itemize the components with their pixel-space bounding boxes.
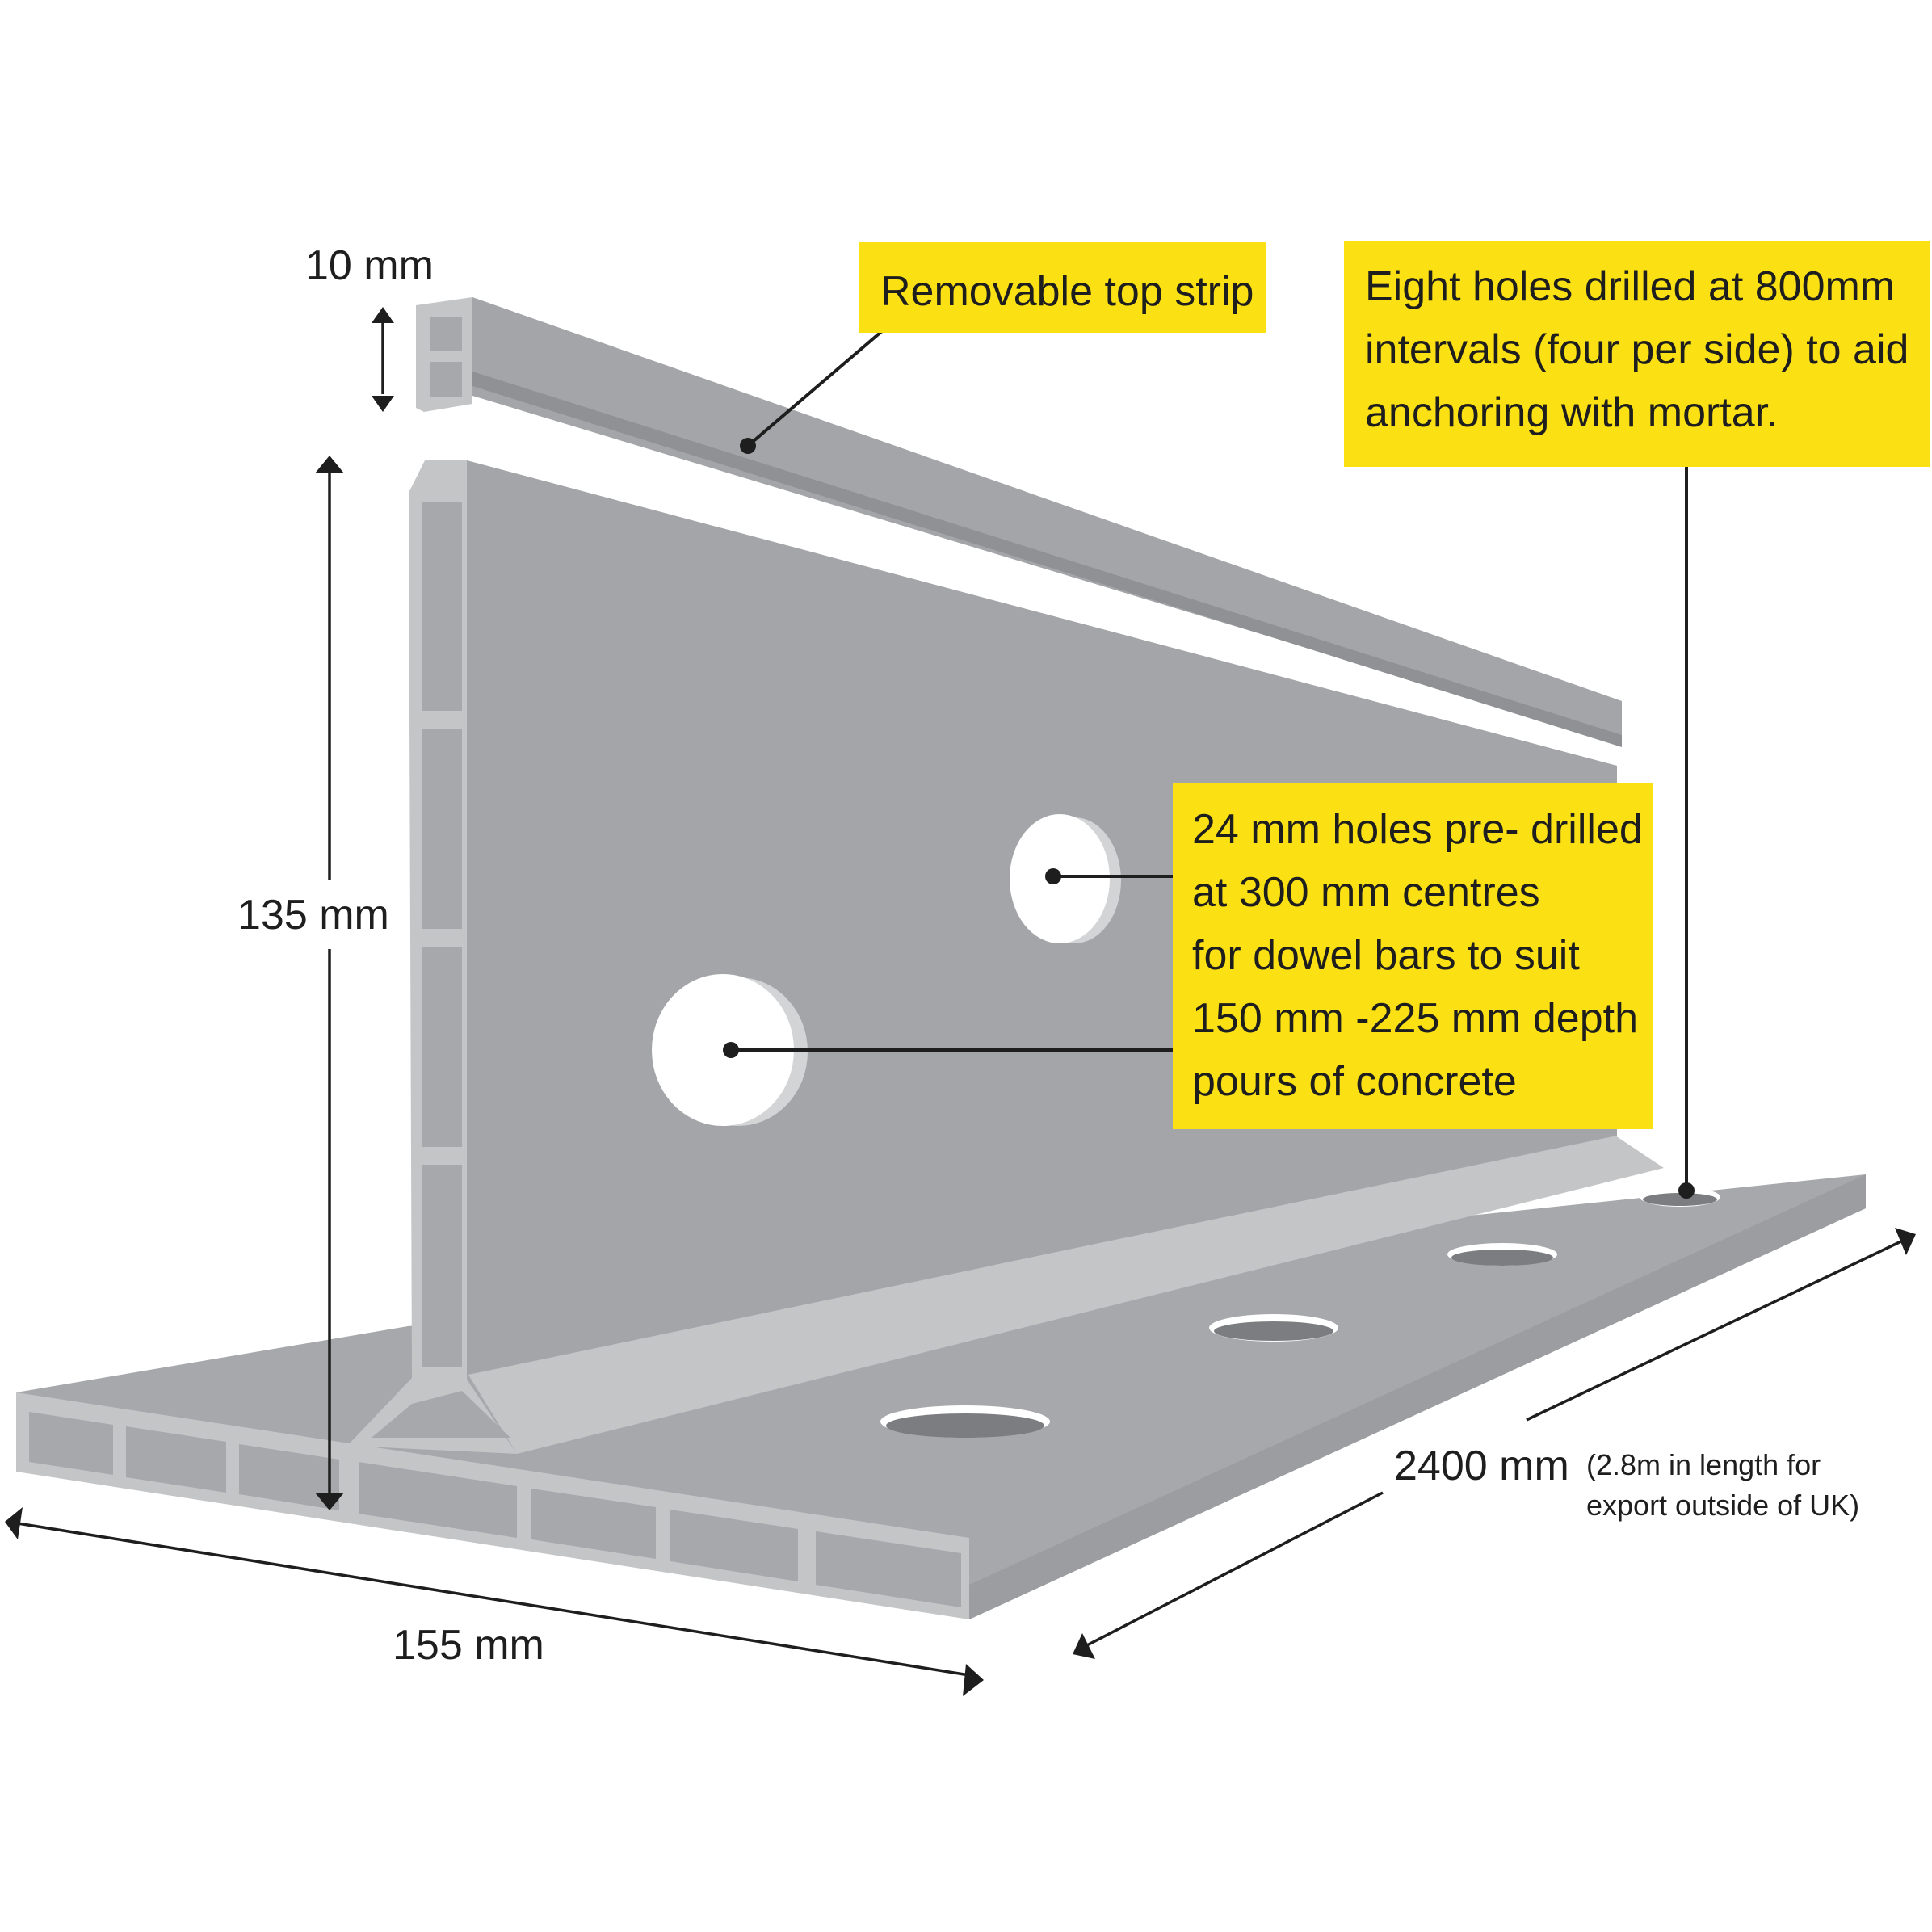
base-plate <box>16 1174 1866 1619</box>
callout-top-strip-text: Removable top strip <box>880 268 1254 315</box>
top-strip-face <box>472 297 1622 743</box>
callout-anchor-line-1: Eight holes drilled at 800mm <box>1365 263 1895 310</box>
base-plate-cells <box>29 1412 961 1607</box>
callout-anchor-line-2: intervals (four per side) to aid <box>1365 326 1909 373</box>
dim-length-note-line2: export outside of UK) <box>1586 1489 1859 1522</box>
dim-length-note-line1: (2.8m in length for <box>1586 1448 1821 1481</box>
callout-anchor-line-3: anchoring with mortar. <box>1365 389 1779 436</box>
wall-fillet <box>468 1136 1664 1454</box>
base-plate-top-surface <box>16 1174 1866 1619</box>
callout-dowel-holes: 24 mm holes pre- drilled at 300 mm centr… <box>1173 783 1653 1129</box>
callout-dowel-line-4: 150 mm -225 mm depth <box>1192 995 1638 1042</box>
callout-dowel-line-5: pours of concrete <box>1192 1058 1517 1105</box>
dim-length: 2400 mm <box>1394 1443 1569 1489</box>
wall-cells <box>372 502 510 1438</box>
dimensions: 10 mm 135 mm 155 mm 2400 mm (2.8m in len… <box>5 242 1916 1696</box>
dim-top-strip-height: 10 mm <box>305 242 434 289</box>
callout-dowel-line-1: 24 mm holes pre- drilled <box>1192 806 1643 853</box>
anchor-holes <box>880 1187 1720 1438</box>
callout-top-strip: Removable top strip <box>859 242 1266 333</box>
top-strip <box>416 297 1622 747</box>
callout-anchor-holes: Eight holes drilled at 800mm intervals (… <box>1344 241 1930 467</box>
leaders <box>723 330 1695 1199</box>
base-plate-side-face <box>969 1174 1866 1619</box>
callout-dowel-line-3: for dowel bars to suit <box>1192 932 1580 979</box>
dim-base-width: 155 mm <box>393 1622 544 1669</box>
dim-wall-height: 135 mm <box>237 892 389 939</box>
callout-dowel-line-2: at 300 mm centres <box>1192 869 1540 916</box>
